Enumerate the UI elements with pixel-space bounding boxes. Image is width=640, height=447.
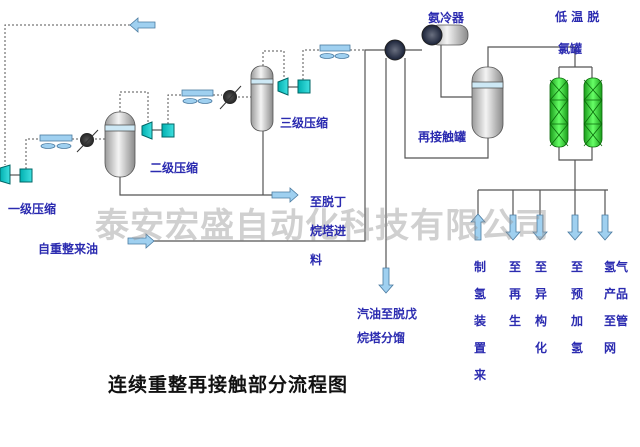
ammonia-cooler-head bbox=[421, 24, 443, 46]
label-stage2: 二级压缩 bbox=[150, 161, 199, 175]
arrow-isomerization bbox=[532, 214, 548, 241]
outlet-isomerization: 至异构化 bbox=[535, 260, 548, 355]
air-coolers bbox=[39, 44, 351, 149]
arrow-feed bbox=[127, 233, 155, 249]
vessel-stage3 bbox=[250, 65, 274, 132]
coolers bbox=[76, 85, 242, 153]
outlet-prehydro: 至预加氢 bbox=[571, 260, 584, 355]
watermark: 泰安宏盛自动化科技有限公司 bbox=[95, 206, 550, 246]
compressor-1 bbox=[0, 164, 33, 185]
label-feed: 自重整来油 bbox=[38, 242, 99, 256]
outlet-regeneration: 至再生 bbox=[509, 260, 522, 328]
label-dechlorination: 低 温 脱 bbox=[555, 10, 600, 24]
arrow-hydrogen-in bbox=[470, 213, 486, 241]
arrow-gasoline bbox=[378, 267, 394, 294]
arrow-regeneration bbox=[505, 214, 521, 241]
diagram-title: 连续重整再接触部分流程图 bbox=[108, 374, 349, 396]
compressor-3 bbox=[277, 77, 311, 96]
dashed-lines bbox=[4, 24, 365, 169]
compressor-2 bbox=[141, 121, 175, 140]
recontact-tank bbox=[471, 66, 504, 139]
label-ammonia-cooler: 氨冷器 bbox=[428, 11, 465, 25]
label-stage3: 三级压缩 bbox=[280, 116, 329, 130]
arrow-prehydro bbox=[567, 214, 583, 241]
arrow-recycle-left bbox=[129, 17, 156, 33]
outlet-hydrogen-product: 氢气产品至管网 bbox=[604, 260, 629, 355]
process-lines bbox=[119, 45, 608, 268]
arrow-to-debutanizer bbox=[271, 187, 299, 203]
outlet-hydrogen-plant: 制氢装置来 bbox=[474, 260, 487, 382]
label-to-debutanizer: 至脱丁烷塔进料 bbox=[310, 195, 347, 267]
heat-exchanger bbox=[384, 39, 406, 61]
flow-arrows bbox=[127, 17, 613, 294]
arrow-hydrogen-product bbox=[597, 214, 613, 241]
vessel-stage2 bbox=[104, 111, 136, 178]
vessels bbox=[104, 24, 504, 178]
label-recontact-tank: 再接触罐 bbox=[418, 130, 467, 144]
dechlorination-beds bbox=[549, 77, 603, 148]
label-stage1: 一级压缩 bbox=[8, 202, 57, 216]
label-gasoline: 汽油至脱戊烷塔分馏 bbox=[357, 307, 418, 345]
label-dechlorination-2: 氯罐 bbox=[558, 42, 583, 56]
